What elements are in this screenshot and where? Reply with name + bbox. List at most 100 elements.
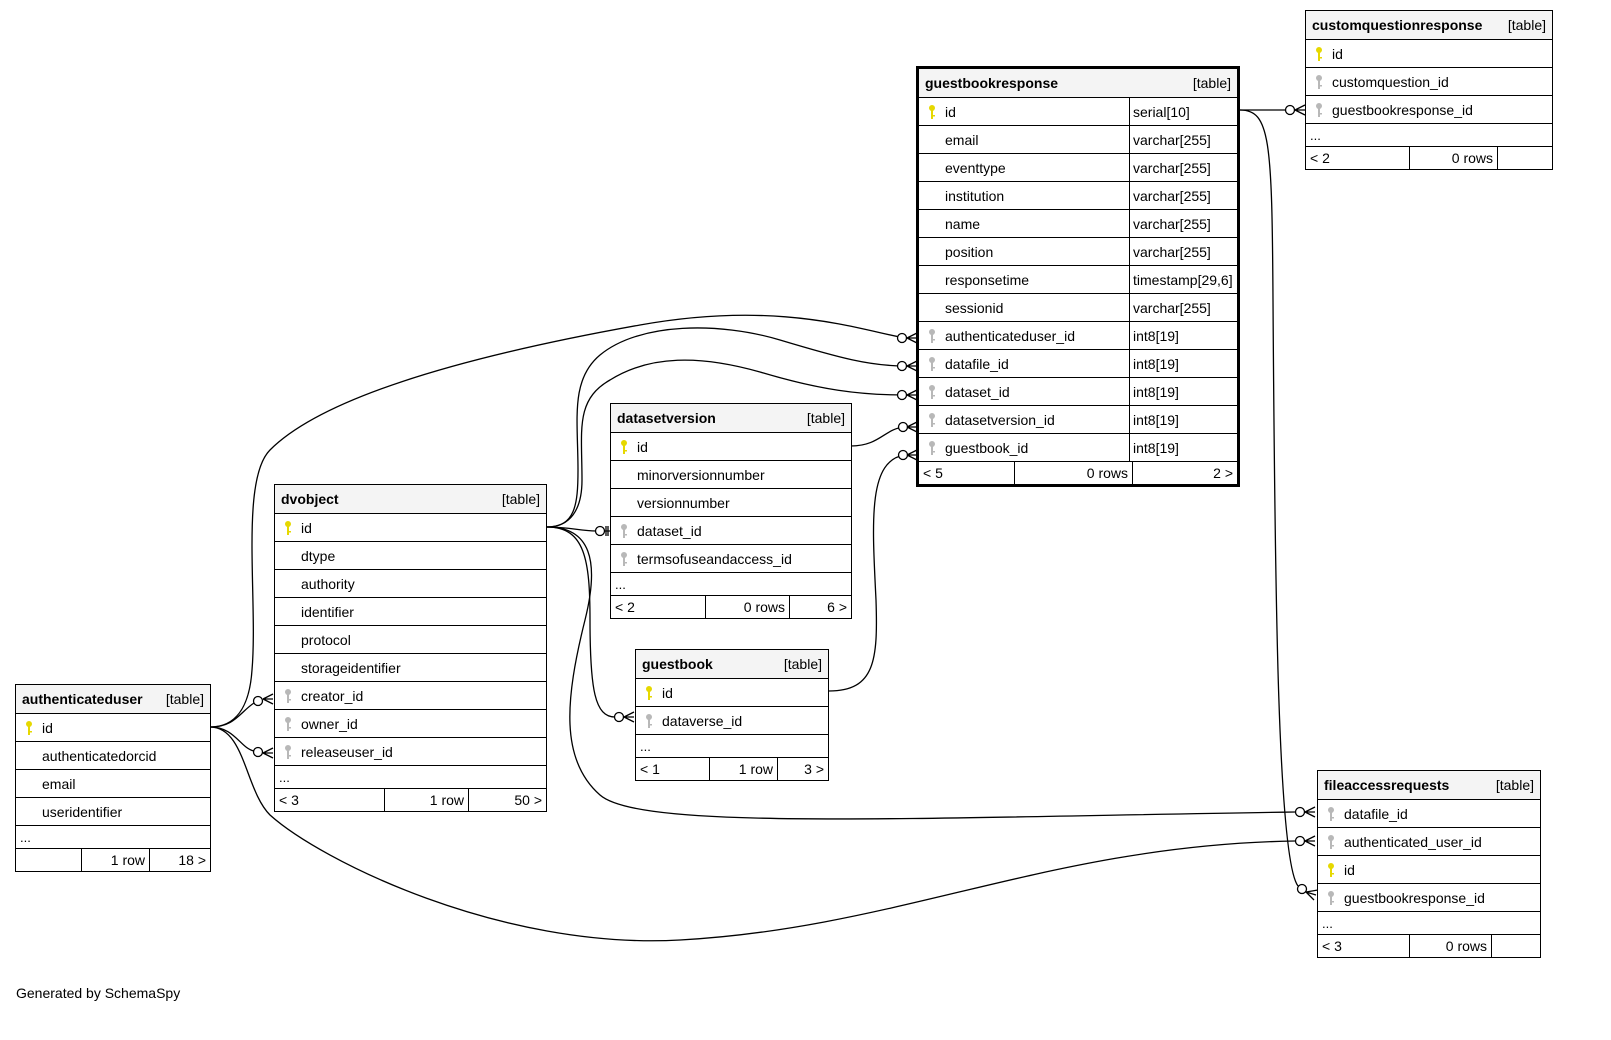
primary-key-icon xyxy=(281,519,295,536)
column-name: datafile_id xyxy=(1344,805,1408,822)
foreign-key-icon xyxy=(617,522,631,539)
column-row[interactable]: id xyxy=(1306,40,1552,68)
crowfoot-icon xyxy=(262,693,274,705)
children-link[interactable]: 18 > xyxy=(178,852,206,868)
table-name[interactable]: customquestionresponse xyxy=(1312,17,1483,33)
parents-link[interactable] xyxy=(16,849,82,871)
column-cell: dataset_id xyxy=(919,378,1129,405)
column-row[interactable]: id xyxy=(275,514,546,542)
column-row[interactable]: minorversionnumber xyxy=(611,461,851,489)
column-row[interactable]: storageidentifier xyxy=(275,654,546,682)
column-name: name xyxy=(945,215,981,232)
parents-link[interactable]: < 2 xyxy=(1306,147,1410,169)
table-name[interactable]: guestbook xyxy=(642,656,713,672)
table-name[interactable]: guestbookresponse xyxy=(925,75,1059,91)
foreign-key-icon xyxy=(642,712,656,729)
more-columns: ... xyxy=(1318,912,1540,935)
generated-by-label: Generated by SchemaSpy xyxy=(16,985,181,1001)
column-row[interactable]: guestbookresponse_id xyxy=(1306,96,1552,124)
column-row[interactable]: dataverse_id xyxy=(636,707,828,735)
column-type: int8[19] xyxy=(1129,434,1237,461)
column-row[interactable]: dataset_id xyxy=(611,517,851,545)
foreign-key-icon xyxy=(925,411,939,428)
parents-link[interactable]: < 5 xyxy=(919,462,1015,484)
column-row[interactable]: useridentifier xyxy=(16,798,210,826)
column-row[interactable]: authenticatedorcid xyxy=(16,742,210,770)
column-row[interactable]: id xyxy=(16,714,210,742)
column-row[interactable]: datafile_id xyxy=(1318,800,1540,828)
column-cell: storageidentifier xyxy=(275,654,546,681)
column-row[interactable]: email xyxy=(16,770,210,798)
column-row[interactable]: termsofuseandaccess_id xyxy=(611,545,851,573)
children-link[interactable]: 2 > xyxy=(1213,465,1233,481)
table-name[interactable]: datasetversion xyxy=(617,410,716,426)
table-type-tag: [table] xyxy=(783,656,822,672)
column-row[interactable]: id xyxy=(636,679,828,707)
column-row[interactable]: owner_id xyxy=(275,710,546,738)
column-cell: guestbook_id xyxy=(919,434,1129,461)
column-row[interactable]: id xyxy=(1318,856,1540,884)
row-count: 1 row xyxy=(385,789,469,811)
parents-link[interactable]: < 3 xyxy=(275,789,385,811)
column-cell: identifier xyxy=(275,598,546,625)
column-row[interactable]: releaseuser_id xyxy=(275,738,546,766)
table-footer: < 5 0 rows 2 > xyxy=(919,462,1237,484)
column-row[interactable]: id xyxy=(611,433,851,461)
column-row[interactable]: protocol xyxy=(275,626,546,654)
relation-dvobject-datasetversion xyxy=(546,526,597,532)
column-name: id xyxy=(945,103,956,120)
column-name: guestbookresponse_id xyxy=(1344,889,1485,906)
children-link[interactable]: 6 > xyxy=(827,599,847,615)
column-cell: sessionid xyxy=(919,294,1129,321)
column-row[interactable]: authority xyxy=(275,570,546,598)
column-name: institution xyxy=(945,187,1005,204)
column-row[interactable]: creator_id xyxy=(275,682,546,710)
parents-link[interactable]: < 2 xyxy=(611,596,706,618)
primary-key-icon xyxy=(642,684,656,701)
table-name[interactable]: authenticateduser xyxy=(22,691,143,707)
children-link[interactable]: 50 > xyxy=(514,792,542,808)
children-link[interactable] xyxy=(1492,935,1540,957)
column-cell: dataset_id xyxy=(611,517,851,544)
table-name[interactable]: dvobject xyxy=(281,491,339,507)
children-link[interactable] xyxy=(1498,147,1552,169)
crowfoot-icon xyxy=(262,747,274,759)
table-name[interactable]: fileaccessrequests xyxy=(1324,777,1450,793)
parents-link[interactable]: < 3 xyxy=(1318,935,1410,957)
optional-marker xyxy=(252,695,264,707)
column-cell: guestbookresponse_id xyxy=(1318,884,1540,911)
column-row[interactable]: identifier xyxy=(275,598,546,626)
column-row[interactable]: customquestion_id xyxy=(1306,68,1552,96)
column-row[interactable]: authenticated_user_id xyxy=(1318,828,1540,856)
column-row[interactable]: guestbookresponse_id xyxy=(1318,884,1540,912)
column-name: sessionid xyxy=(945,299,1004,316)
column-name: datafile_id xyxy=(945,355,1009,372)
children-link[interactable]: 3 > xyxy=(804,761,824,777)
parents-link[interactable]: < 1 xyxy=(636,758,710,780)
column-row[interactable]: dtype xyxy=(275,542,546,570)
column-row[interactable]: versionnumber xyxy=(611,489,851,517)
